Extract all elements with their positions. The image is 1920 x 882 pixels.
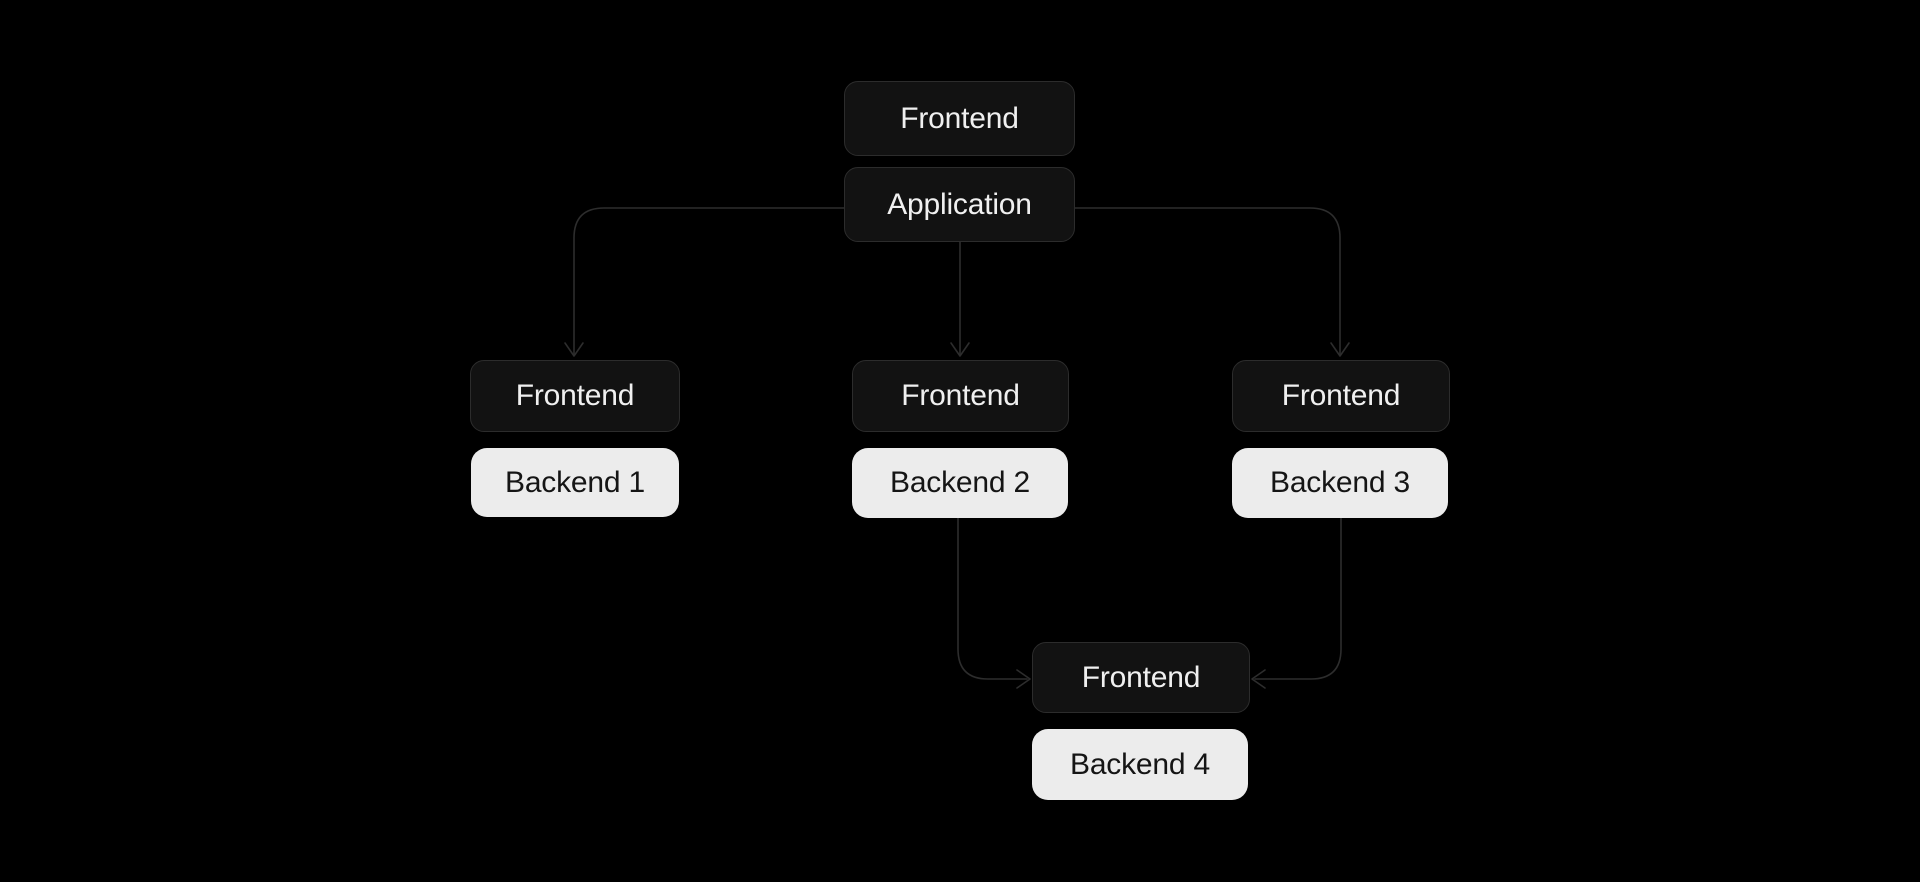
node-frontend-top[interactable]: Frontend <box>844 81 1075 156</box>
node-backend-3[interactable]: Backend 3 <box>1232 448 1448 518</box>
node-backend-1[interactable]: Backend 1 <box>471 448 679 517</box>
node-label: Backend 1 <box>505 465 645 499</box>
edge-line <box>1074 207 1341 355</box>
node-backend-4[interactable]: Backend 4 <box>1032 729 1248 800</box>
node-label: Application <box>887 187 1032 221</box>
node-label: Frontend <box>1281 379 1401 412</box>
node-frontend-left[interactable]: Frontend <box>470 360 680 432</box>
edge-line <box>957 517 1028 680</box>
edge-application-frontend-left[interactable] <box>564 207 845 357</box>
arrowhead-right-icon <box>1016 669 1031 689</box>
edge-application-frontend-right[interactable] <box>1074 207 1350 357</box>
node-label: Frontend <box>515 379 635 412</box>
node-application[interactable]: Application <box>844 167 1075 242</box>
node-label: Frontend <box>900 101 1019 135</box>
arrowhead-down-icon <box>564 342 584 357</box>
arrowhead-down-icon <box>1330 342 1350 357</box>
edge-line <box>1254 517 1342 680</box>
edge-backend3-frontend-bottom[interactable] <box>1251 517 1342 689</box>
arrowhead-left-icon <box>1251 669 1266 689</box>
node-label: Frontend <box>1081 660 1201 694</box>
edge-line <box>573 207 845 355</box>
edge-application-frontend-middle[interactable] <box>950 241 970 357</box>
node-label: Backend 4 <box>1070 747 1210 781</box>
node-backend-2[interactable]: Backend 2 <box>852 448 1068 518</box>
node-frontend-right[interactable]: Frontend <box>1232 360 1450 432</box>
node-label: Backend 3 <box>1270 466 1410 499</box>
node-label: Frontend <box>901 379 1020 412</box>
node-label: Backend 2 <box>890 466 1030 499</box>
edge-backend2-frontend-bottom[interactable] <box>957 517 1031 689</box>
node-frontend-bottom[interactable]: Frontend <box>1032 642 1250 713</box>
node-frontend-middle[interactable]: Frontend <box>852 360 1069 432</box>
arrowhead-down-icon <box>950 342 970 357</box>
